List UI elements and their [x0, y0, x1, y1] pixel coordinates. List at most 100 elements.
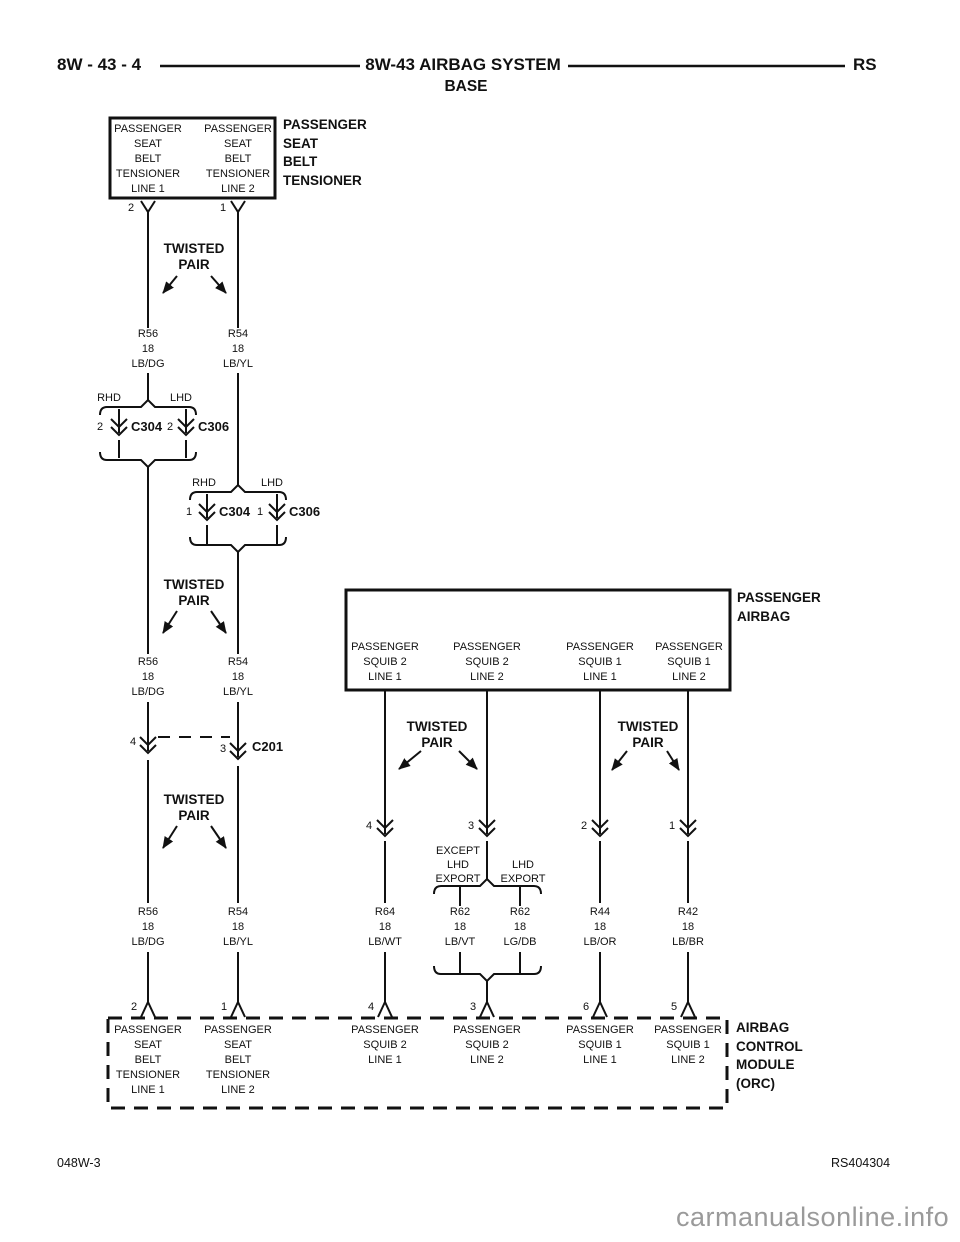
connector-symbol-c306-pin2: [177, 409, 195, 458]
c201-pin-right: 3: [219, 743, 227, 755]
watermark: carmanualsonline.info: [676, 1202, 950, 1232]
tp3-arrow-left: [162, 825, 178, 849]
tp2-arrow-left: [162, 610, 178, 634]
orc-pin-number-3: 3: [469, 1001, 477, 1013]
wire-label-r56-1: R56 18 LB/DG: [131, 328, 165, 370]
airbag-pin-squib1-line2: PASSENGER SQUIB 1 LINE 2: [655, 641, 723, 683]
page-title: 8W-43 AIRBAG SYSTEM: [365, 55, 561, 74]
tp4-arrow-right: [458, 750, 478, 770]
connector-symbol-c304-pin2: [110, 409, 128, 458]
wire-label-r54-2: R54 18 LB/YL: [223, 656, 253, 698]
page-subtitle: BASE: [444, 78, 488, 95]
squib-connector-pin3: [478, 819, 496, 838]
airbag-name: PASSENGER AIRBAG: [737, 590, 821, 624]
c201-name: C201: [252, 739, 284, 754]
orc-pin-number-1: 1: [220, 1001, 228, 1013]
orc-pin-number-2: 2: [130, 1001, 138, 1013]
airbag-pin-squib1-line1: PASSENGER SQUIB 1 LINE 1: [566, 641, 634, 683]
tp4-arrow-left: [398, 750, 422, 770]
wire-label-r62-lgdb: R62 18 LG/DB: [503, 906, 537, 948]
split1-c306-pin: 2: [166, 421, 174, 433]
split1-c304-pin: 2: [96, 421, 104, 433]
region-code: RS: [853, 55, 877, 74]
wire-squib1-line1: [592, 690, 608, 1018]
tensioner-name: PASSENGER SEAT BELT TENSIONER: [283, 117, 367, 188]
wire-label-r56-2: R56 18 LB/DG: [131, 656, 165, 698]
twisted-pair-label-3: TWISTED PAIR: [163, 792, 225, 823]
wire-squib2-line1: [377, 690, 393, 1018]
squib-pin-3: 3: [467, 820, 475, 832]
passenger-airbag-box: [344, 588, 732, 692]
figure-ref: RS404304: [831, 1156, 891, 1170]
squib-connector-pin1: [679, 819, 697, 838]
squib-connector-row: [376, 819, 697, 838]
tensioner-pin2-number: 1: [219, 202, 227, 214]
split-c304-c306-line2: [189, 483, 287, 554]
airbag-pin-squib2-line2: PASSENGER SQUIB 2 LINE 2: [453, 641, 521, 683]
twisted-pair-label-4: TWISTED PAIR: [406, 719, 468, 750]
wire-squib2-line2: [479, 690, 495, 1018]
wire-label-r62-lbvt: R62 18 LB/VT: [444, 906, 476, 948]
export-split-bottom-brace: [433, 965, 542, 983]
split2-c304-name: C304: [219, 504, 251, 519]
twisted-pair-label-2: TWISTED PAIR: [163, 577, 225, 608]
wire-squib1-line2: [680, 690, 696, 1018]
wire-label-r54-3: R54 18 LB/YL: [223, 906, 253, 948]
tensioner-pin1-number: 2: [127, 202, 135, 214]
split2-rhd-tag: RHD: [192, 477, 216, 489]
squib-pin-1: 1: [668, 820, 676, 832]
split2-bottom-brace: [189, 536, 287, 554]
split-c304-c306-line1: [99, 398, 197, 469]
wire-label-r44: R44 18 LB/OR: [583, 906, 617, 948]
squib-connector-pin4: [376, 819, 394, 838]
split2-c306-name: C306: [289, 504, 321, 519]
orc-pin-label-squib2-line2: PASSENGER SQUIB 2 LINE 2: [453, 1024, 521, 1066]
orc-pin-number-4: 4: [367, 1001, 375, 1013]
orc-pin-label-squib1-line2: PASSENGER SQUIB 1 LINE 2: [654, 1024, 722, 1066]
c201-pin-left: 4: [129, 736, 137, 748]
orc-pin-number-6: 6: [582, 1001, 590, 1013]
tp1-arrow-left: [162, 275, 178, 294]
wire-label-r54-1: R54 18 LB/YL: [223, 328, 253, 370]
twisted-pair-label-5: TWISTED PAIR: [617, 719, 679, 750]
tp3-arrow-right: [210, 825, 227, 849]
twisted-pair-arrows: [162, 275, 680, 849]
split2-top-brace: [189, 483, 287, 501]
wire-label-r42: R42 18 LB/BR: [672, 906, 704, 948]
squib-connector-pin2: [591, 819, 609, 838]
except-lhd-export-tag: EXCEPT LHD EXPORT: [435, 845, 481, 885]
split1-c306-name: C306: [198, 419, 230, 434]
airbag-pin-squib2-line1: PASSENGER SQUIB 2 LINE 1: [351, 641, 419, 683]
tp1-arrow-right: [210, 275, 227, 294]
doc-ref: 048W-3: [57, 1156, 101, 1170]
wire-label-r64: R64 18 LB/WT: [368, 906, 402, 948]
squib-pin-4: 4: [365, 820, 373, 832]
lhd-export-tag: LHD EXPORT: [500, 859, 546, 885]
export-split-top-brace: [433, 877, 542, 895]
orc-pin-label-tensioner-line1: PASSENGER SEAT BELT TENSIONER LINE 1: [114, 1024, 182, 1096]
c201-symbol-pin4: [139, 736, 157, 755]
tensioner-box: [108, 116, 277, 200]
orc-pin-label-squib1-line1: PASSENGER SQUIB 1 LINE 1: [566, 1024, 634, 1066]
split1-lhd-tag: LHD: [169, 392, 193, 404]
orc-pin-number-5: 5: [670, 1001, 678, 1013]
split1-bottom-brace: [99, 451, 197, 469]
tp2-arrow-right: [210, 610, 227, 634]
twisted-pair-label-1: TWISTED PAIR: [163, 241, 225, 272]
split1-top-brace: [99, 398, 197, 416]
tp5-arrow-left: [611, 750, 628, 771]
orc-name: AIRBAG CONTROL MODULE (ORC): [736, 1020, 803, 1091]
export-variant-split: [433, 877, 542, 983]
connector-symbol-c306-pin1: [268, 494, 286, 545]
split1-rhd-tag: RHD: [97, 392, 121, 404]
c201-symbol-pin3: [229, 742, 247, 761]
wire-tensioner-line1: [140, 200, 156, 1018]
squib-pin-2: 2: [580, 820, 588, 832]
split2-c306-pin: 1: [256, 506, 264, 518]
split1-c304-name: C304: [131, 419, 163, 434]
tensioner-pin2-label: PASSENGER SEAT BELT TENSIONER LINE 2: [204, 123, 272, 195]
tensioner-pin1-label: PASSENGER SEAT BELT TENSIONER LINE 1: [114, 123, 182, 195]
orc-pin-label-tensioner-line2: PASSENGER SEAT BELT TENSIONER LINE 2: [204, 1024, 272, 1096]
